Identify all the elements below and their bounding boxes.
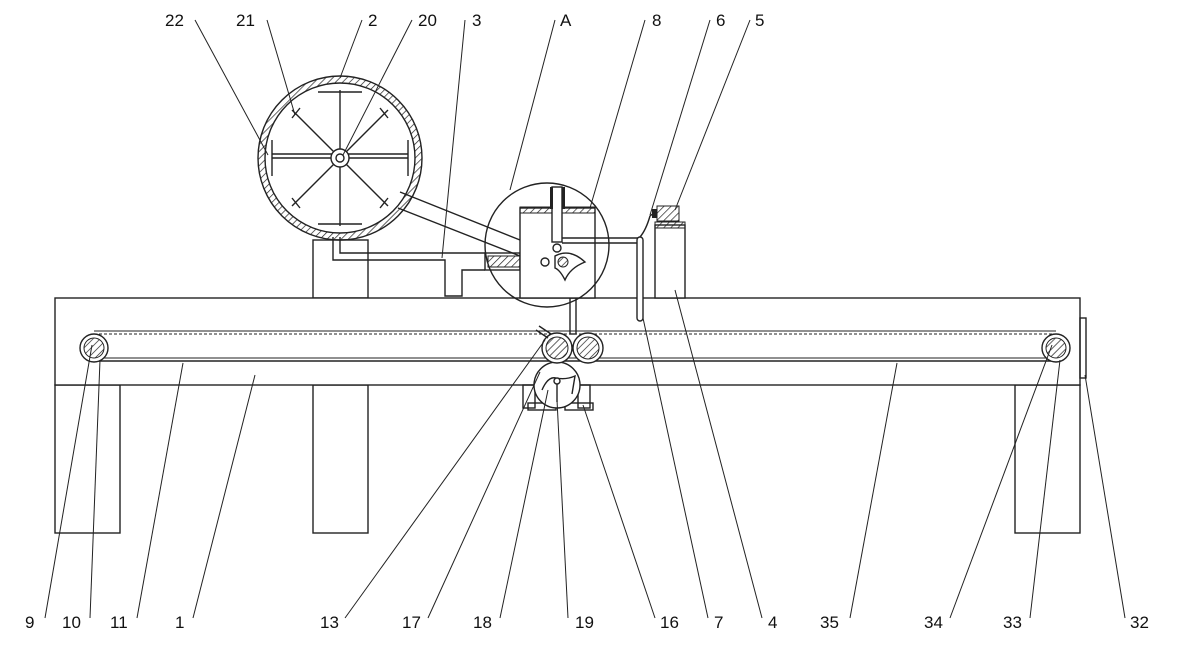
label-16: 16 (660, 613, 679, 632)
label-20: 20 (418, 11, 437, 30)
pipe-3 (332, 237, 549, 297)
label-19: 19 (575, 613, 594, 632)
label-21: 21 (236, 11, 255, 30)
label-5: 5 (755, 11, 764, 30)
label-32: 32 (1130, 613, 1149, 632)
roller-10 (79, 333, 109, 363)
label-17: 17 (402, 613, 421, 632)
plate-32 (1079, 317, 1087, 379)
label-8: 8 (652, 11, 661, 30)
pressing-rollers (522, 297, 604, 411)
label-1: 1 (175, 613, 184, 632)
blades-21 (271, 91, 409, 225)
label-22: 22 (165, 11, 184, 30)
label-13: 13 (320, 613, 339, 632)
label-A: A (560, 11, 572, 30)
detail-A (484, 182, 640, 308)
drive-unit (636, 205, 686, 322)
label-7: 7 (714, 613, 723, 632)
label-18: 18 (473, 613, 492, 632)
label-33: 33 (1003, 613, 1022, 632)
roller-33 (1041, 333, 1071, 363)
label-2: 2 (368, 11, 377, 30)
part-labels: 22 21 2 20 3 A 8 6 5 9 10 11 1 13 17 18 … (25, 11, 1149, 632)
label-10: 10 (62, 613, 81, 632)
label-6: 6 (716, 11, 725, 30)
detail-circle-A (484, 182, 610, 308)
leader-lines (44, 19, 1126, 619)
label-4: 4 (768, 613, 777, 632)
conveyor-belt (94, 330, 1056, 362)
label-11: 11 (110, 613, 128, 632)
label-9: 9 (25, 613, 34, 632)
label-34: 34 (924, 613, 943, 632)
support-arm (397, 191, 521, 257)
label-3: 3 (472, 11, 481, 30)
drum-2 (257, 75, 423, 241)
label-35: 35 (820, 613, 839, 632)
